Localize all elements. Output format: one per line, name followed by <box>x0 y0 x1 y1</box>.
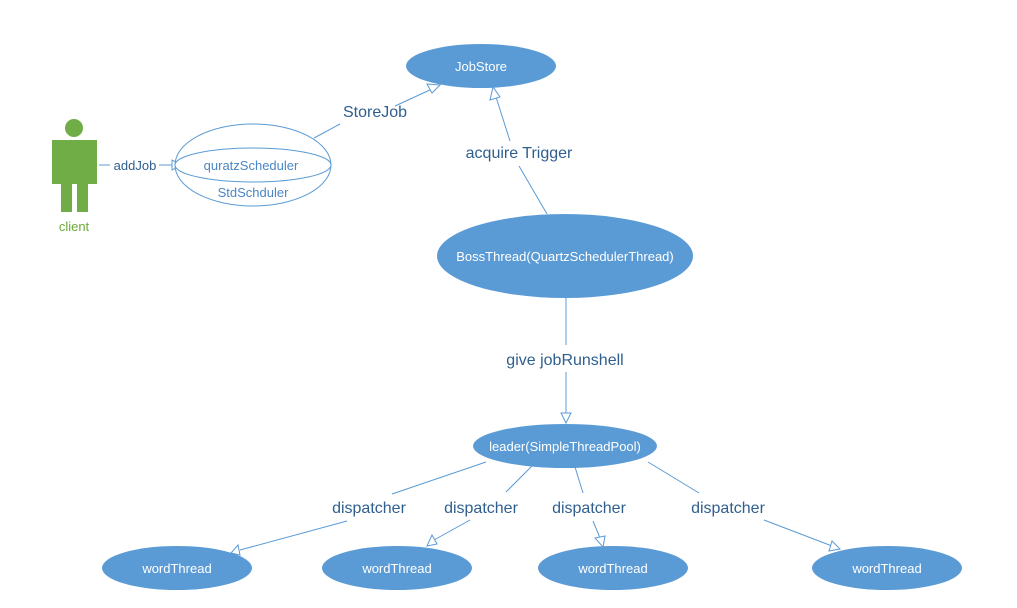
worker-label-3: wordThread <box>577 561 647 576</box>
worker-node-4: wordThread <box>812 546 962 590</box>
worker-label-1: wordThread <box>141 561 211 576</box>
worker-label-2: wordThread <box>361 561 431 576</box>
boss-thread-label: BossThread(QuartzSchedulerThread) <box>456 249 674 264</box>
edge-give-runshell <box>560 298 572 425</box>
edge-dispatcher-1 <box>230 461 487 556</box>
client-label: client <box>59 219 90 234</box>
label-dispatcher-3: dispatcher <box>552 500 626 517</box>
scheduler-node: quratzScheduler StdSchduler <box>174 123 332 207</box>
worker-node-1: wordThread <box>102 546 252 590</box>
leader-label: leader(SimpleThreadPool) <box>489 439 641 454</box>
label-give-runshell: give jobRunshell <box>506 352 623 369</box>
leader-node: leader(SimpleThreadPool) <box>473 424 657 468</box>
label-addjob: addJob <box>114 158 157 173</box>
worker-label-4: wordThread <box>851 561 921 576</box>
edge-acquire-trigger <box>489 85 548 215</box>
label-dispatcher-4: dispatcher <box>691 500 765 517</box>
edge-dispatcher-4 <box>647 461 842 552</box>
client-actor: client <box>52 119 97 234</box>
jobstore-label: JobStore <box>455 59 507 74</box>
person-icon <box>52 119 97 212</box>
label-dispatcher-2: dispatcher <box>444 500 518 517</box>
boss-thread-node: BossThread(QuartzSchedulerThread) <box>437 214 693 298</box>
label-dispatcher-1: dispatcher <box>332 500 406 517</box>
label-storejob: StoreJob <box>343 104 407 121</box>
scheduler-outer-label: StdSchduler <box>218 185 289 200</box>
edge-storejob <box>313 83 442 139</box>
edge-dispatcher-3 <box>574 466 606 549</box>
label-acquire-trigger: acquire Trigger <box>466 145 573 162</box>
scheduler-inner-label: quratzScheduler <box>204 158 299 173</box>
jobstore-node: JobStore <box>406 44 556 88</box>
worker-node-2: wordThread <box>322 546 472 590</box>
worker-node-3: wordThread <box>538 546 688 590</box>
edge-dispatcher-2 <box>426 464 534 547</box>
